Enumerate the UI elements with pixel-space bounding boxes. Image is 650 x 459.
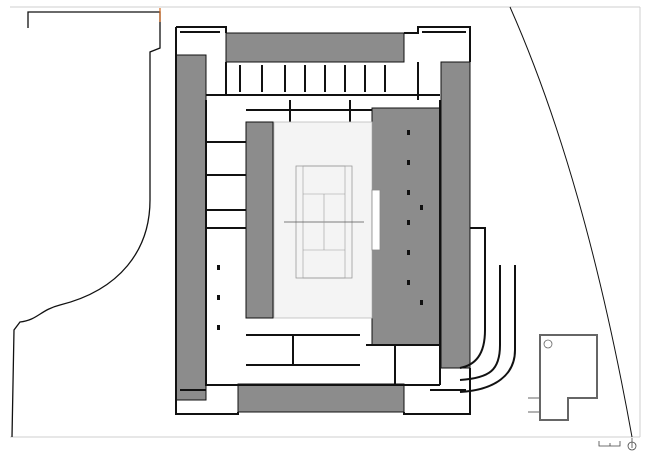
left-wing-solid: [175, 54, 207, 401]
annex-stair: [543, 339, 553, 349]
tennis-court: [273, 121, 381, 319]
sheet-frame: [10, 6, 641, 438]
annex-building: [539, 334, 598, 421]
right-wing-solid: [440, 61, 471, 369]
site-boundary-left: [11, 11, 161, 438]
ramp: [459, 227, 516, 393]
annex-link: [528, 397, 540, 413]
solid-areas: [175, 32, 471, 413]
inner-left-solid: [245, 121, 274, 319]
stand: [371, 189, 381, 251]
inner-right-solid: [371, 107, 441, 346]
site-boundary-right: [509, 6, 633, 438]
columns: [217, 130, 423, 330]
building-walls: [175, 26, 471, 415]
north-arrow-icon: [627, 438, 637, 451]
court-area: [273, 121, 373, 319]
top-wing-solid: [225, 32, 405, 63]
scale-bar-icon: [598, 441, 621, 447]
bottom-wing-solid: [237, 383, 405, 413]
